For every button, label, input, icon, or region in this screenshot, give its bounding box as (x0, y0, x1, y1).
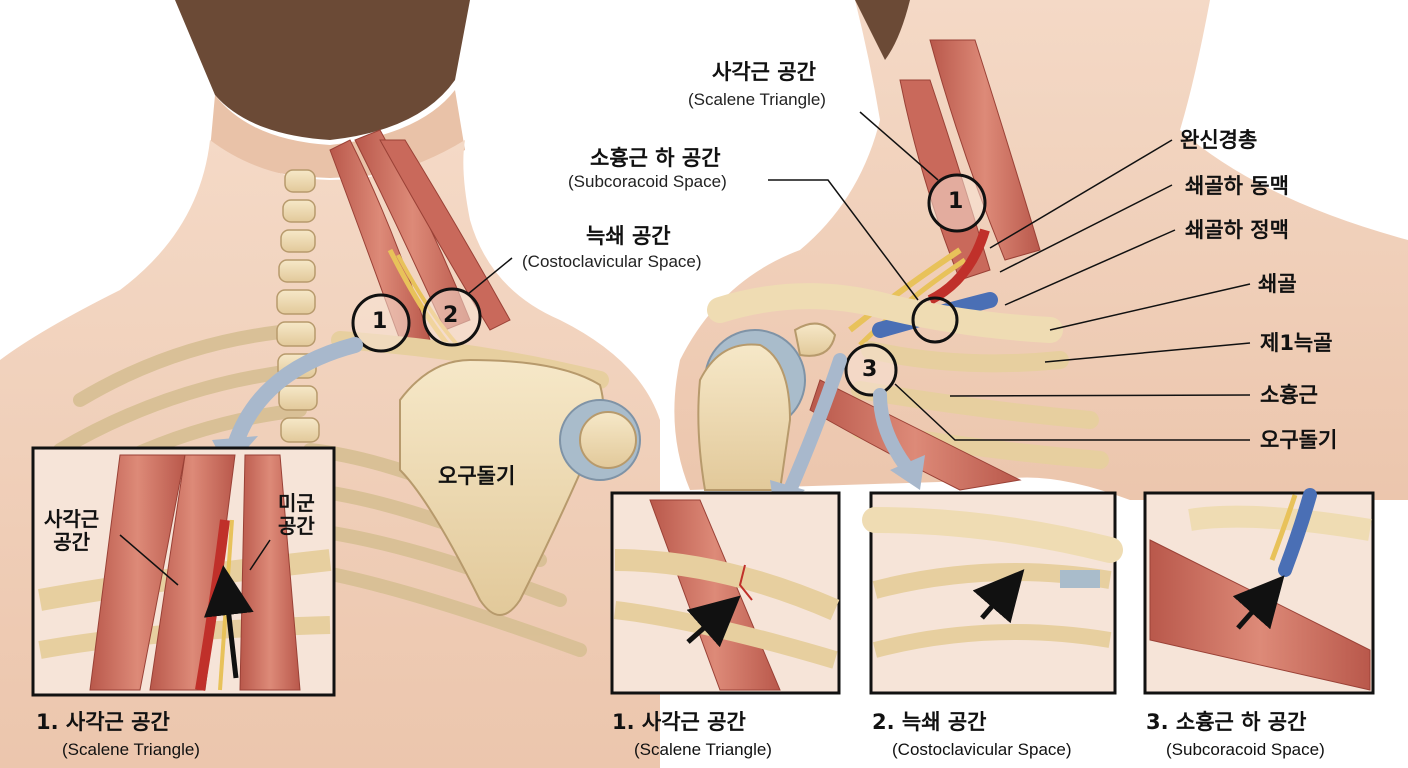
inset2-caption-title: 2. 늑쇄 공간 (872, 710, 987, 734)
costoclavicular-ring (911, 296, 959, 344)
label-costoclavicular-space: 늑쇄 공간 (586, 224, 671, 248)
label-brachial-plexus: 완신경총 (1180, 128, 1258, 152)
label-first-rib: 제1늑골 (1260, 331, 1333, 355)
left-marker-1-number: 1 (372, 309, 388, 334)
inset1-caption-title: 1. 사각근 공간 (612, 710, 746, 734)
inset-interscalene-label: 미군 공간 (278, 491, 315, 538)
right-marker-3-number: 3 (862, 357, 878, 382)
label-clavicle: 쇄골 (1258, 272, 1297, 296)
brachial-plexus (848, 247, 962, 333)
spine (276, 169, 320, 443)
right-front-view (674, 0, 1408, 515)
humerus (697, 343, 792, 491)
label-coracoid-process: 오구돌기 (1260, 428, 1338, 452)
label-pectoralis-minor: 소흉근 (1260, 383, 1318, 407)
left-caption-subtitle: (Scalene Triangle) (62, 740, 200, 759)
leader-lines (768, 111, 1251, 441)
label-subclavian-vein: 쇄골하 정맥 (1185, 218, 1289, 242)
right-marker-1 (927, 173, 987, 233)
subclavian-artery (927, 228, 990, 305)
left-marker-2 (422, 257, 513, 347)
label-costoclavicular-space-en: (Costoclavicular Space) (522, 252, 702, 271)
left-inset (31, 446, 336, 697)
head-hair (175, 0, 470, 140)
inset-subcoracoid (1143, 488, 1375, 695)
label-scalene-triangle-en: (Scalene Triangle) (688, 90, 826, 109)
coracoid-process (793, 322, 837, 357)
right-marker-3 (844, 343, 898, 397)
left-caption-title: 1. 사각근 공간 (36, 710, 170, 734)
scapula-coracoid-label: 오구돌기 (438, 464, 516, 488)
inset3-caption-subtitle: (Subcoracoid Space) (1166, 740, 1325, 759)
inset1-caption-subtitle: (Scalene Triangle) (634, 740, 772, 759)
inset-costoclavicular (862, 491, 1123, 695)
right-marker-1-number: 1 (948, 189, 964, 214)
label-subcoracoid-space: 소흉근 하 공간 (590, 146, 721, 170)
left-marker-1 (351, 293, 411, 353)
inset-scalene-label: 사각근 공간 (44, 507, 100, 554)
inset3-caption-title: 3. 소흉근 하 공간 (1146, 710, 1307, 734)
label-scalene-triangle: 사각근 공간 (712, 60, 816, 84)
inset2-caption-subtitle: (Costoclavicular Space) (892, 740, 1072, 759)
label-subcoracoid-space-en: (Subcoracoid Space) (568, 172, 727, 191)
label-subclavian-artery: 쇄골하 동맥 (1185, 174, 1289, 198)
left-marker-2-number: 2 (443, 303, 459, 328)
inset-scalene (610, 491, 841, 695)
right-clavicle (707, 283, 1063, 343)
left-curved-arrow (227, 337, 363, 453)
